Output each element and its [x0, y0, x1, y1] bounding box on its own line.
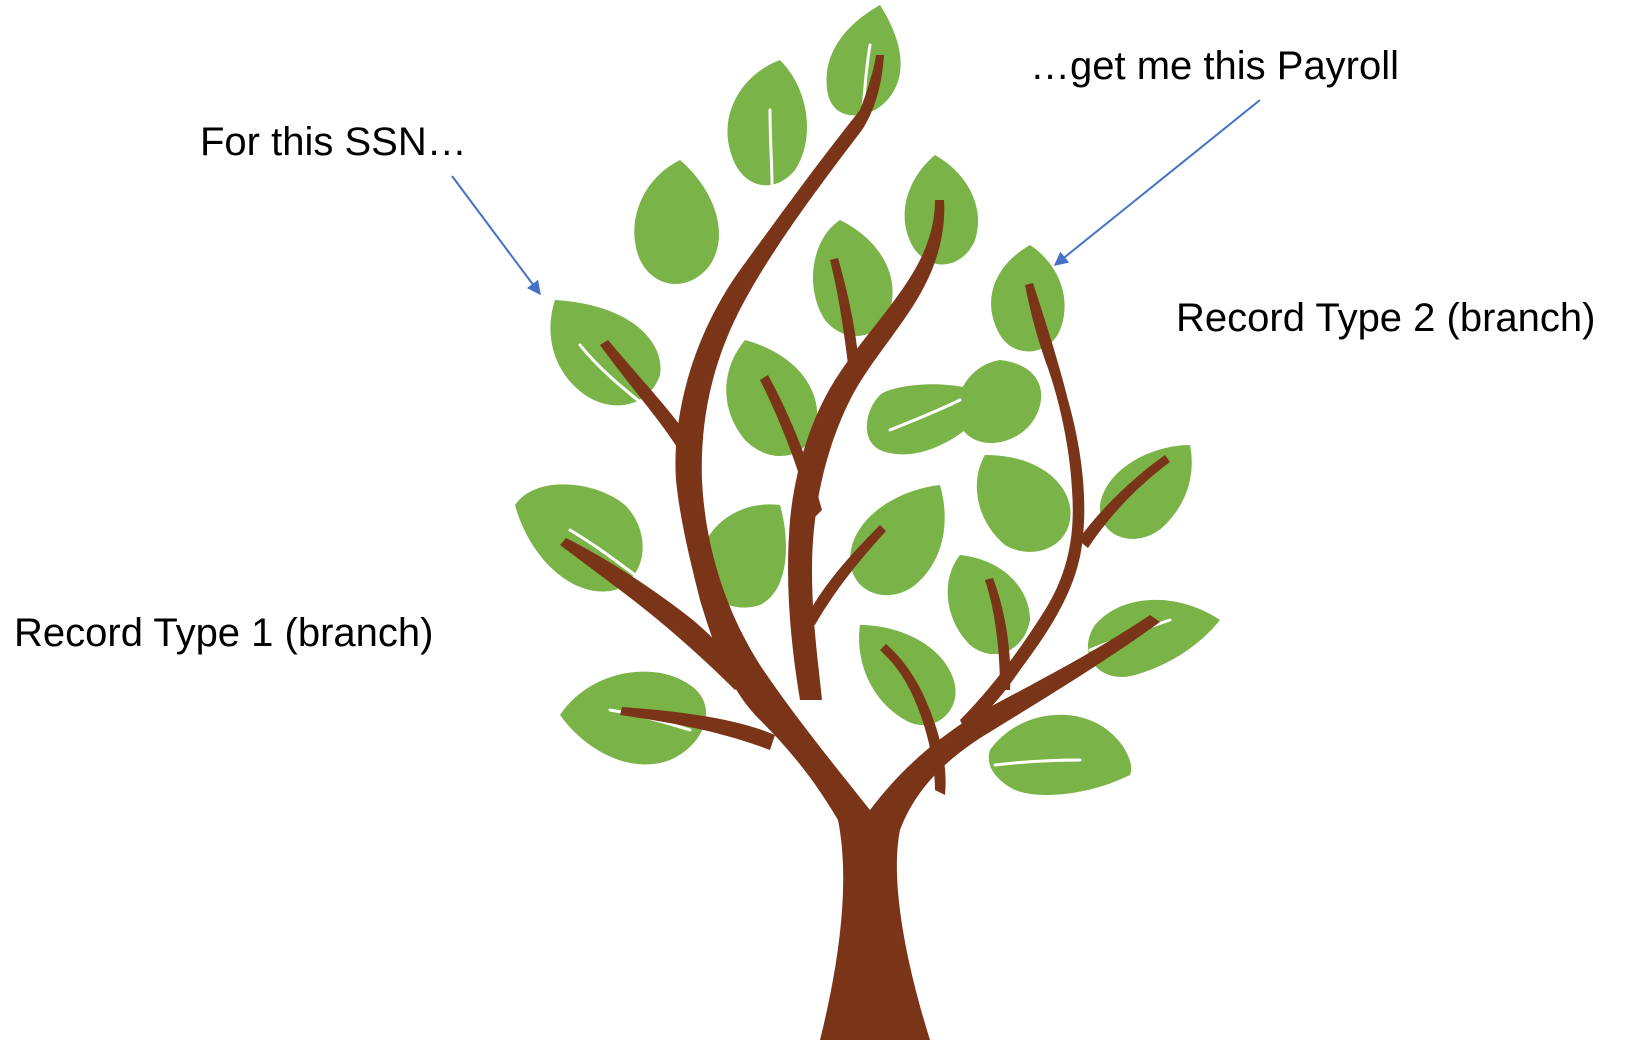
arrow-to-payroll-leaf — [1053, 99, 1261, 266]
leaf — [947, 555, 1030, 655]
branch-right — [960, 283, 1085, 730]
leaves — [515, 5, 1220, 795]
label-record-type-1: Record Type 1 (branch) — [14, 611, 434, 655]
leaf — [727, 60, 807, 186]
branch-inner-low — [880, 644, 946, 795]
leaf — [634, 160, 719, 284]
leaf — [826, 5, 901, 116]
leaf — [699, 504, 786, 608]
branch-right-mid — [1078, 455, 1170, 548]
label-get-me-this-payroll: …get me this Payroll — [1030, 44, 1400, 88]
branch-center-low — [805, 525, 886, 625]
branch-center — [788, 200, 945, 700]
label-for-this-ssn: For this SSN… — [200, 120, 467, 164]
leaf — [988, 714, 1132, 795]
branch-center-left — [760, 375, 822, 520]
branch-left-upper — [600, 340, 700, 470]
leaf — [957, 360, 1042, 444]
leaf — [1087, 599, 1220, 677]
leaf — [560, 671, 707, 765]
branch-left-bottom — [620, 707, 775, 750]
leaf — [850, 485, 945, 596]
label-record-type-2: Record Type 2 (branch) — [1176, 296, 1596, 340]
branch-right-lower — [985, 578, 1011, 690]
arrow-to-ssn-leaf — [451, 175, 541, 296]
branch-center-upper — [830, 258, 860, 380]
leaf — [976, 455, 1071, 552]
leaf — [1099, 445, 1192, 539]
leaf — [866, 384, 995, 455]
leaf — [813, 220, 893, 337]
branch-left-lower — [560, 538, 745, 690]
tree-trunk-and-branches — [560, 55, 1170, 1040]
